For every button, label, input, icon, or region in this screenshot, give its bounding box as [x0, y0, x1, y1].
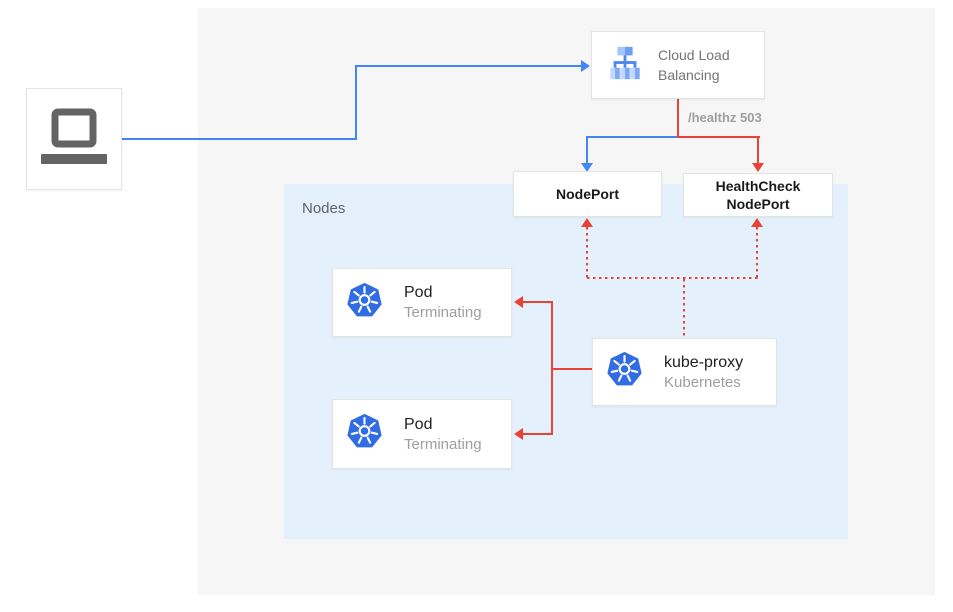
edge-kubeproxy-horizontal-segment — [587, 277, 758, 279]
nodes-group-label: Nodes — [302, 200, 346, 217]
kube-proxy-subtitle: Kubernetes — [664, 373, 741, 391]
arrowhead-up-icon — [751, 218, 763, 227]
edge-client-to-clb-segment — [355, 65, 582, 67]
edge-kubeproxy-stem-segment — [683, 279, 685, 338]
arrowhead-left-icon — [514, 428, 523, 440]
edge-kubeproxy-pod2-segment — [522, 433, 552, 435]
kubernetes-icon — [346, 413, 383, 455]
kubernetes-icon — [346, 282, 383, 324]
edge-clb-healthcheck-segment — [677, 136, 760, 138]
pod-1-node: Pod Terminating — [332, 268, 512, 337]
edge-clb-healthcheck-segment — [757, 136, 759, 164]
edge-kubeproxy-nodeport-segment — [586, 227, 588, 279]
edge-kubeproxy-pod1-segment — [522, 301, 552, 303]
kube-proxy-node: kube-proxy Kubernetes — [592, 338, 777, 406]
laptop-icon — [40, 108, 108, 171]
nodeport-label: NodePort — [556, 186, 619, 202]
edge-clb-healthcheck-segment — [677, 99, 679, 138]
edge-client-to-clb-segment — [355, 65, 357, 140]
healthcheck-nodeport-node: HealthCheck NodePort — [683, 173, 833, 217]
cloud-load-balancing-node: Cloud Load Balancing — [591, 31, 765, 99]
pod-2-text: Pod Terminating — [404, 414, 482, 455]
cloud-load-balancing-icon — [606, 44, 644, 87]
pod-1-title: Pod — [404, 284, 433, 301]
pod-2-node: Pod Terminating — [332, 399, 512, 469]
nodeport-node: NodePort — [513, 171, 662, 217]
kube-proxy-text: kube-proxy Kubernetes — [664, 352, 743, 393]
pod-2-title: Pod — [404, 415, 433, 433]
edge-kubeproxy-healthcheck-segment — [756, 227, 758, 279]
arrowhead-left-icon — [514, 296, 523, 308]
arrowhead-right-icon — [581, 60, 590, 72]
kube-proxy-title: kube-proxy — [664, 353, 744, 371]
edge-clb-nodeport-segment — [586, 136, 678, 138]
arrowhead-up-icon — [581, 218, 593, 227]
edge-client-to-clb-segment — [122, 138, 357, 140]
client-node — [26, 88, 122, 190]
kubernetes-icon — [606, 351, 643, 393]
arrowhead-down-icon — [752, 163, 764, 172]
cloud-load-balancing-label: Cloud Load Balancing — [658, 47, 730, 83]
healthz-status-label: /healthz 503 — [688, 110, 762, 125]
arrowhead-down-icon — [581, 163, 593, 172]
pod-1-text: Pod Terminating — [404, 282, 482, 323]
edge-clb-nodeport-segment — [586, 136, 588, 164]
pod-2-status: Terminating — [404, 435, 482, 453]
healthcheck-nodeport-label: HealthCheck NodePort — [715, 178, 801, 212]
edge-kubeproxy-pods-segment — [551, 368, 592, 370]
edge-kubeproxy-pods-segment — [551, 301, 553, 435]
pod-1-status: Terminating — [404, 304, 482, 321]
